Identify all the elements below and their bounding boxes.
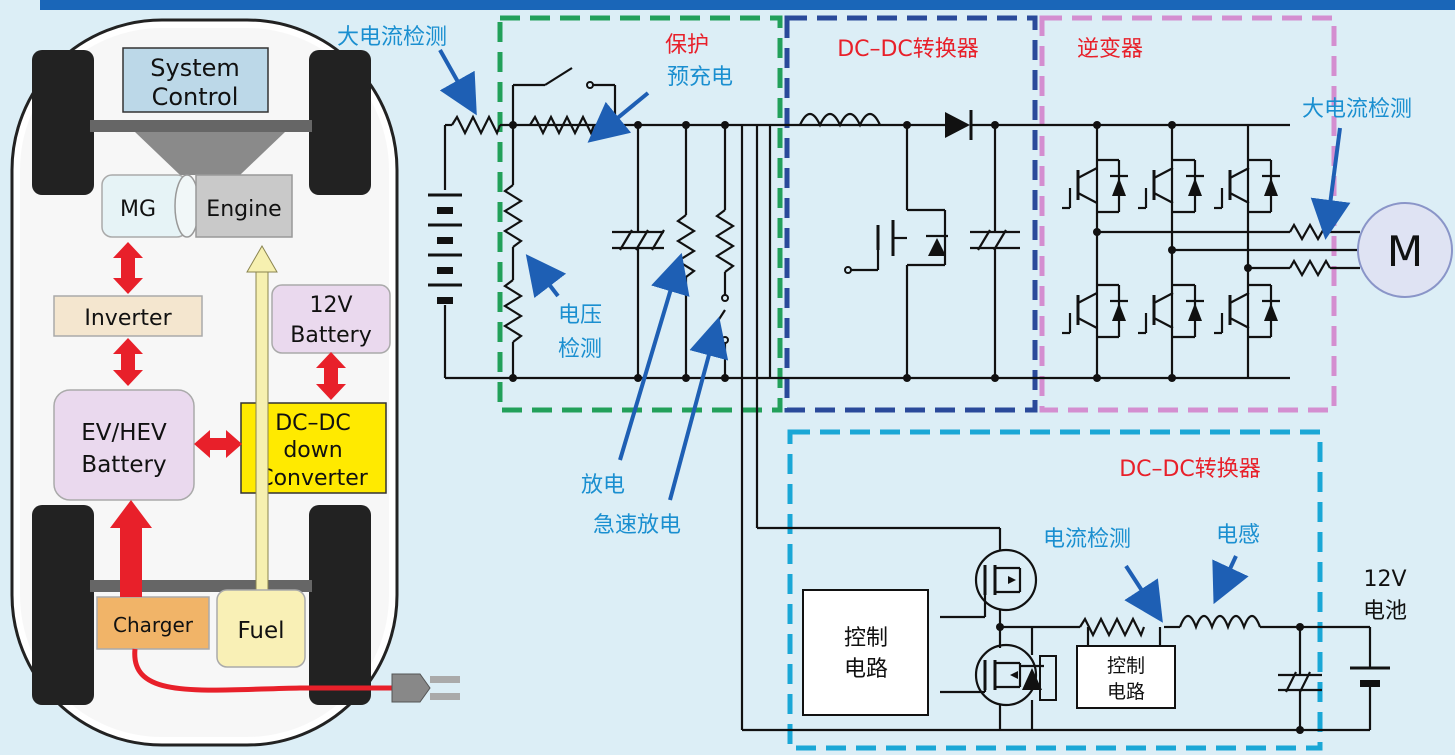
fuel-arrow bbox=[246, 244, 278, 273]
dcdc-down-line1: DC–DC bbox=[275, 411, 351, 436]
label-battery-12v-line1: 12V bbox=[1363, 567, 1406, 592]
battery-12v-line2: Battery bbox=[290, 323, 371, 348]
label-current-detect: 电流检测 bbox=[1043, 527, 1131, 552]
control-circuit-small-line1: 控制 bbox=[1107, 655, 1145, 677]
inverter-box bbox=[53, 295, 203, 337]
ev-battery-box bbox=[53, 389, 195, 501]
label-fast-discharge: 急速放电 bbox=[593, 513, 681, 538]
label-protect: 保护 bbox=[665, 33, 709, 58]
top-bar bbox=[40, 0, 1455, 10]
inverter-section-box bbox=[1039, 15, 1337, 413]
front-axle bbox=[90, 120, 312, 132]
charger-label: Charger bbox=[113, 613, 194, 637]
dcdc-bottom-section-box bbox=[787, 429, 1323, 751]
inductor-bottom bbox=[1178, 614, 1262, 631]
engine-box bbox=[195, 174, 293, 238]
inductor-top bbox=[798, 112, 882, 128]
voltage-divider-r2 bbox=[502, 279, 524, 343]
mg-label: MG bbox=[120, 197, 156, 222]
label-high-current-detect-left: 大电流检测 bbox=[337, 25, 447, 50]
hv-battery-icon bbox=[428, 193, 462, 304]
wheel-rear-right bbox=[309, 505, 371, 705]
wheel-front-right bbox=[309, 50, 371, 195]
label-voltage-detect-line1: 电压 bbox=[558, 303, 602, 328]
label-inductor: 电感 bbox=[1216, 523, 1260, 548]
label-dcdc-bottom: DC–DC转换器 bbox=[1119, 457, 1261, 482]
current-shunt-resistor bbox=[1079, 616, 1146, 638]
control-circuit-small-line2: 电路 bbox=[1107, 681, 1145, 703]
control-circuit-large-box bbox=[802, 589, 929, 716]
mosfet-high-icon bbox=[974, 548, 1038, 612]
label-inverter: 逆变器 bbox=[1077, 37, 1143, 62]
protect-section-box bbox=[497, 15, 783, 413]
shunt-resistor-left bbox=[451, 114, 502, 136]
ev-battery-line2: Battery bbox=[81, 452, 166, 478]
inverter-label: Inverter bbox=[84, 306, 172, 331]
engine-label: Engine bbox=[206, 197, 281, 222]
label-voltage-detect-line2: 检测 bbox=[558, 337, 602, 362]
control-circuit-large-line2: 电路 bbox=[844, 657, 888, 682]
plug-icon bbox=[391, 673, 431, 703]
precharge-resistor bbox=[529, 114, 596, 136]
motor-label: M bbox=[1387, 227, 1423, 276]
control-circuit-small-box bbox=[1076, 645, 1176, 709]
gearbox bbox=[135, 132, 285, 175]
wheel-rear-left bbox=[32, 505, 94, 705]
control-circuit-large-line1: 控制 bbox=[844, 626, 888, 651]
dcdc-down-line2: down bbox=[283, 438, 342, 463]
ev-battery-line1: EV/HEV bbox=[81, 420, 167, 446]
motor-icon bbox=[1357, 202, 1453, 298]
discharge-resistor bbox=[675, 214, 697, 278]
dcdc-down-line3: Converter bbox=[258, 466, 369, 491]
system-control-line2: Control bbox=[152, 83, 239, 111]
system-control-box bbox=[122, 47, 269, 113]
battery-12v-line1: 12V bbox=[309, 293, 352, 318]
pointer-arrows bbox=[438, 49, 1351, 623]
red-arrows bbox=[110, 242, 346, 597]
fuel-box bbox=[216, 589, 306, 668]
label-precharge: 预充电 bbox=[667, 65, 733, 90]
fast-discharge-resistor bbox=[714, 209, 736, 273]
charging-cable bbox=[132, 648, 392, 693]
charger-box bbox=[96, 596, 210, 650]
inverter-igbts bbox=[1062, 125, 1360, 378]
shunt-resistor-right-2 bbox=[1289, 258, 1331, 278]
circuit: M bbox=[337, 15, 1453, 751]
fuel-label: Fuel bbox=[237, 618, 284, 644]
voltage-divider-r1 bbox=[502, 184, 524, 248]
vehicle-diagram: System Control MG Engine Inverter 12V Ba… bbox=[10, 18, 460, 747]
label-discharge: 放电 bbox=[581, 473, 625, 498]
battery-12v-symbol bbox=[1360, 680, 1380, 687]
label-battery-12v-line2: 电池 bbox=[1363, 599, 1407, 624]
dcdc-top-section-box bbox=[784, 15, 1038, 413]
mosfet-low-icon bbox=[974, 643, 1038, 707]
wheel-front-left bbox=[32, 50, 94, 195]
label-dcdc-top: DC–DC转换器 bbox=[837, 37, 979, 62]
system-control-line1: System bbox=[150, 54, 240, 82]
label-high-current-detect-right: 大电流检测 bbox=[1302, 97, 1412, 122]
shunt-resistor-right-1 bbox=[1289, 222, 1331, 242]
